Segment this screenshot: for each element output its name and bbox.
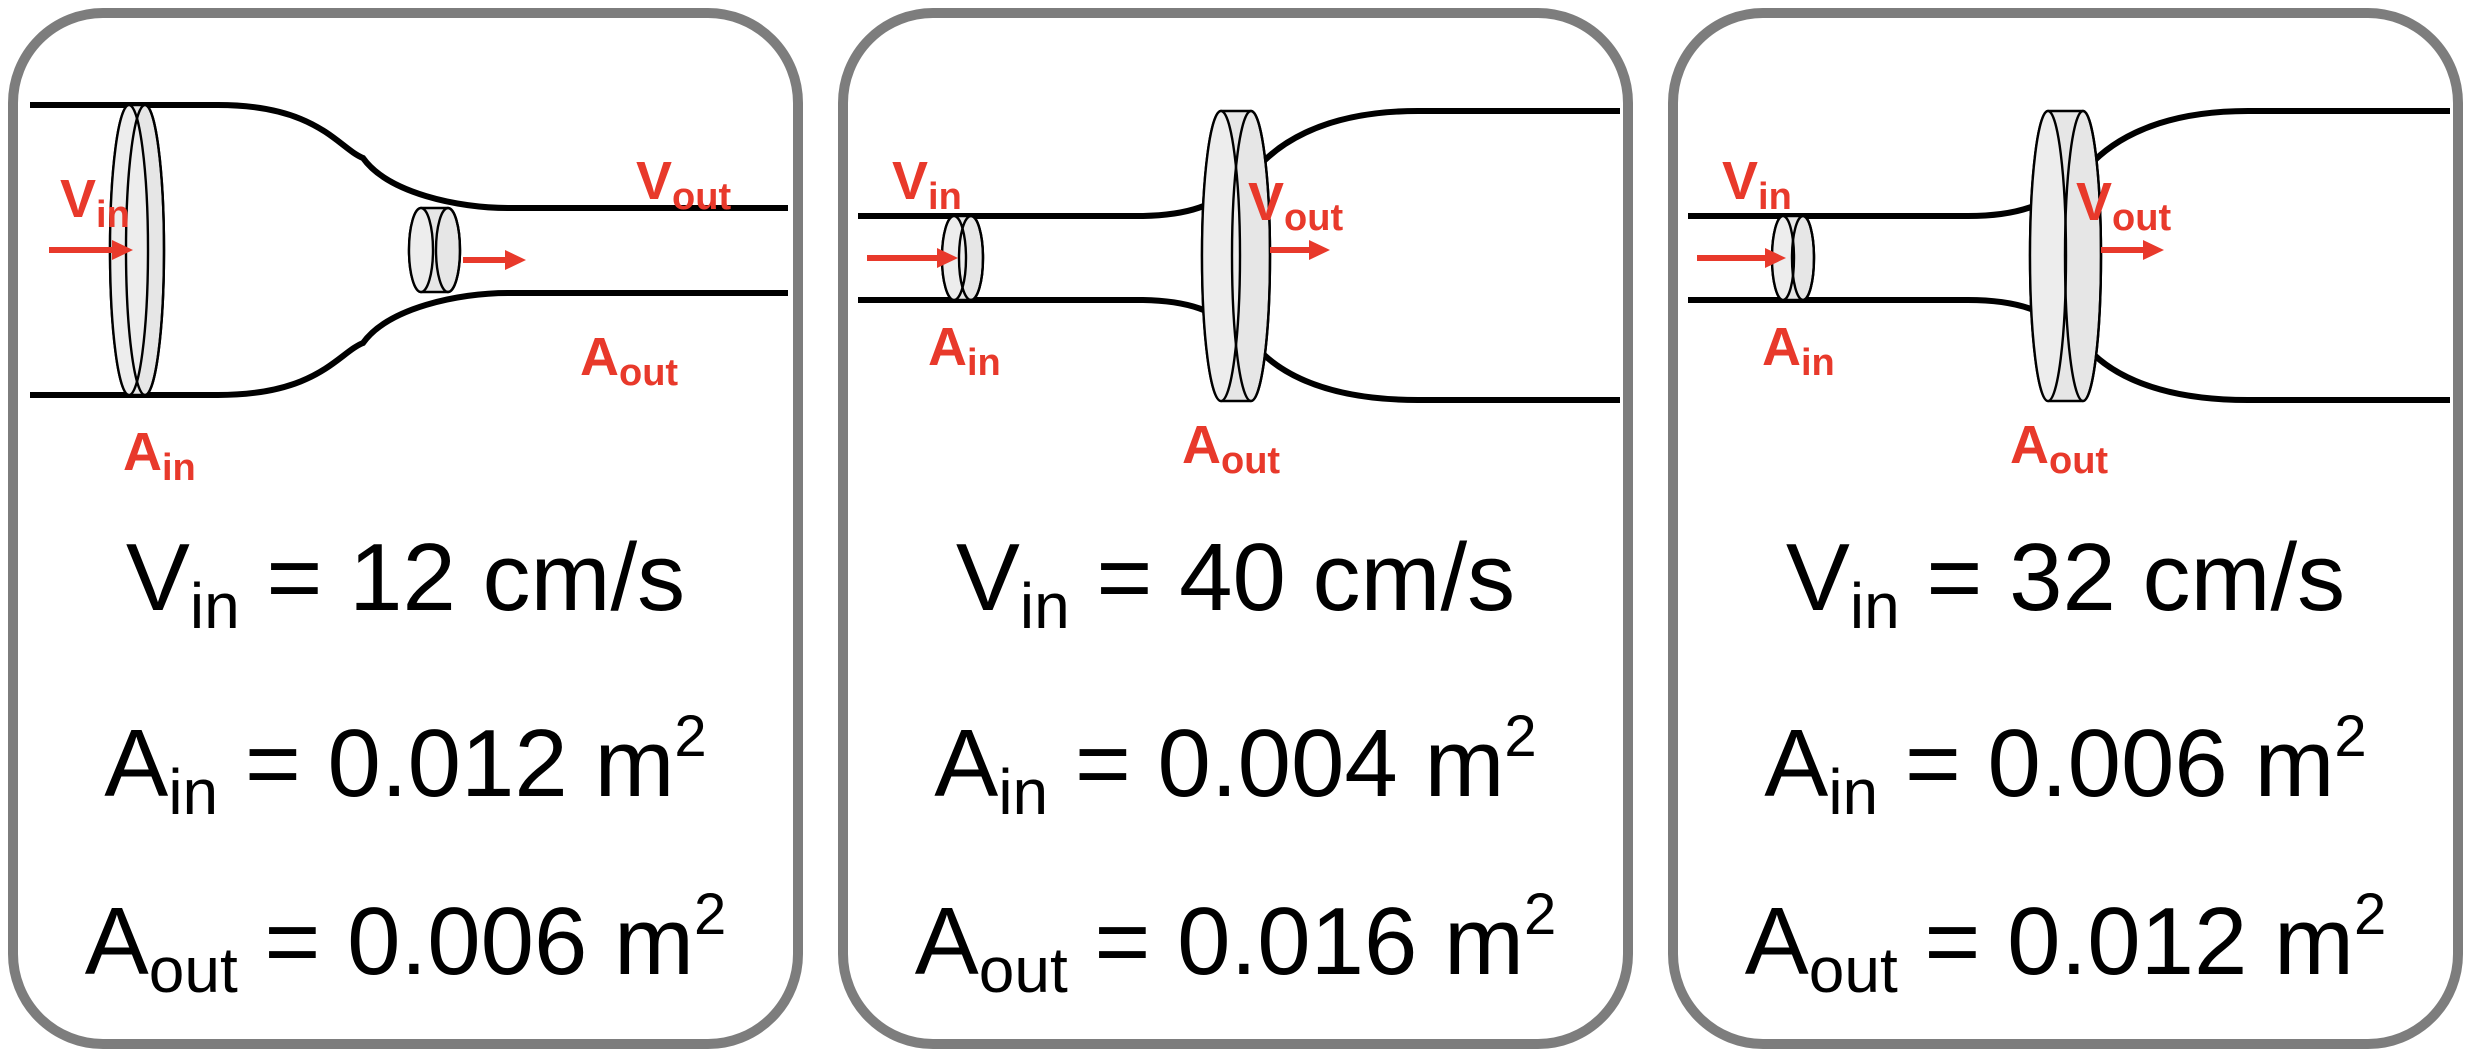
pipe-diagram-widening xyxy=(858,108,1620,403)
label-a-out: Aout xyxy=(1182,415,1281,482)
equation-a-in: Ain = 0.012 m2 xyxy=(104,704,707,828)
label-a-in: Ain xyxy=(928,317,1001,384)
equation-v-in: Vin = 32 cm/s xyxy=(1785,524,2346,642)
equation-a-in: Ain = 0.006 m2 xyxy=(1764,704,2367,828)
label-a-out: Aout xyxy=(2010,415,2109,482)
inlet-velocity-arrow xyxy=(49,240,133,260)
label-a-out: Aout xyxy=(580,327,679,394)
label-v-in: Vin xyxy=(1722,151,1792,218)
pipe-bottom-wall xyxy=(30,290,788,398)
equation-a-out: Aout = 0.012 m2 xyxy=(1744,882,2387,1006)
equation-a-in: Ain = 0.004 m2 xyxy=(934,704,1537,828)
label-a-in: Ain xyxy=(123,422,196,489)
outlet-cross-section xyxy=(407,206,462,294)
outlet-velocity-arrow xyxy=(463,250,526,270)
equation-a-out: Aout = 0.016 m2 xyxy=(914,882,1557,1006)
inlet-velocity-arrow xyxy=(1697,248,1786,268)
label-v-out: Vout xyxy=(2076,172,2172,239)
outlet-cross-section xyxy=(1200,109,1272,403)
panel-2: Vin Vout Ain Aout Vin = 40 cm/s Ain = 0.… xyxy=(838,8,1633,1049)
panel-3: Vin Vout Ain Aout Vin = 32 cm/s Ain = 0.… xyxy=(1668,8,2463,1049)
pipe-top-wall xyxy=(30,102,788,211)
equation-a-out: Aout = 0.006 m2 xyxy=(84,882,727,1006)
inlet-cross-section xyxy=(108,103,166,397)
equation-v-in: Vin = 40 cm/s xyxy=(955,524,1516,642)
outlet-velocity-arrow xyxy=(1270,240,1330,260)
label-v-in: Vin xyxy=(60,169,130,236)
panel-1: Vin Vout Ain Aout Vin = 12 cm/s Ain = 0.… xyxy=(8,8,803,1049)
equation-v-in: Vin = 12 cm/s xyxy=(125,524,686,642)
inlet-velocity-arrow xyxy=(867,248,958,268)
label-v-in: Vin xyxy=(892,151,962,218)
label-v-out: Vout xyxy=(636,151,732,218)
pipe-diagram-narrowing xyxy=(30,102,788,398)
label-a-in: Ain xyxy=(1762,317,1835,384)
outlet-cross-section xyxy=(2028,109,2103,403)
outlet-velocity-arrow xyxy=(2101,240,2164,260)
pipe-diagram-widening xyxy=(1688,108,2450,403)
label-v-out: Vout xyxy=(1248,172,1344,239)
